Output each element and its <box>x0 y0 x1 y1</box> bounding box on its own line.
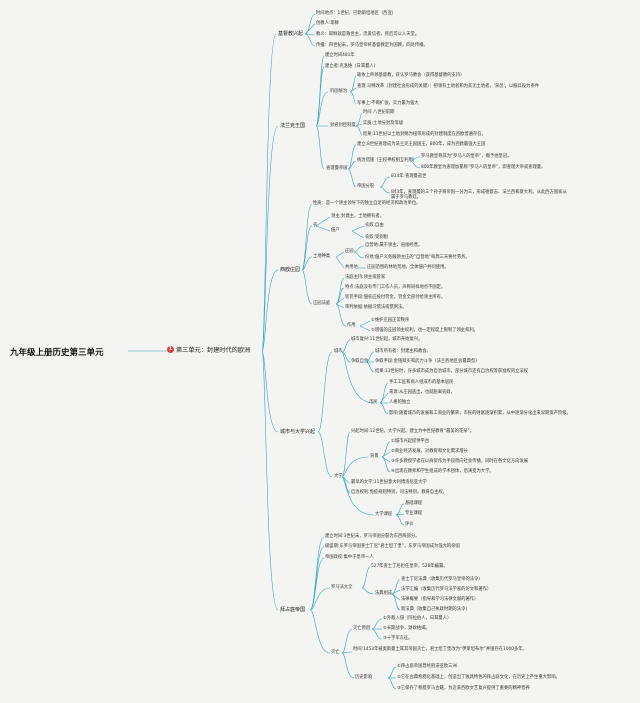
mindmap-node-dx-3[interactable]: ②商业经济发展，对教育和文化需求增长 <box>391 449 468 454</box>
mindmap-node-xiou-2[interactable]: 领主:封建主，土地拥有者。 <box>331 214 385 219</box>
mindmap-node-cs-1[interactable]: 城市复兴:11世纪起，城市开始复兴。 <box>351 337 423 342</box>
mindmap-node-fating[interactable]: 庄园法庭 <box>313 301 331 306</box>
mindmap-node-falan[interactable]: 法兰克王国 <box>280 123 306 129</box>
mindmap-node-dx-10[interactable]: 评价 <box>405 522 414 527</box>
mindmap-node-zuoyong[interactable]: 作用 <box>347 323 356 328</box>
mindmap-node-fating-2[interactable]: 特点:法庭没有专门工作人员，声称同样地点不固定。 <box>345 285 446 290</box>
mindmap-node-mw-yiyi[interactable]: 历史影响 <box>355 675 373 680</box>
mindmap-node-cs-4[interactable]: 结果:13世纪时，许多城市成为自治城市，部分城市还有自治权等获准权的立法权 <box>375 369 529 374</box>
mindmap-node-tongzhi[interactable]: 统治措施（王权神权相互利用） <box>357 158 418 163</box>
mindmap-node-bai-3[interactable]: 帝国政权:集中于皇帝一人 <box>325 555 374 560</box>
mindmap-node-dx-2[interactable]: ①城市兴起提供平台 <box>391 439 430 444</box>
mindmap-node-dx-kecheng[interactable]: 大学课程 <box>375 512 393 517</box>
mindmap-node-shimin-2[interactable]: 来源:从庄园逃出，也就脱离农奴。 <box>389 390 455 395</box>
mindmap-node-dx-4[interactable]: ③许多教授学者在以商贸作为手段而向社会传播，同时在各文化方向发展 <box>391 459 529 464</box>
mindmap-node-xiou[interactable]: 西欧庄园 <box>280 267 301 273</box>
mindmap-node-cs-2[interactable]: 城市所有者：封建主和教会。 <box>375 349 431 354</box>
mindmap-node-mw-7[interactable]: ③它保存了希腊罗马古籍，为近来西欧文艺复兴提供了重要的精神营养 <box>397 686 530 691</box>
mindmap-node-chengshi-sub[interactable]: 城市 <box>334 349 343 354</box>
mindmap-node-dx-beijing[interactable]: 背景 <box>370 454 379 459</box>
mindmap-node-xiou-4[interactable]: 农奴:受剥削 <box>365 235 388 240</box>
mindmap-node-fengjian-2[interactable]: 实质:土地分封及等级 <box>363 121 404 126</box>
mindmap-node-fengjian[interactable]: 封君封臣制度 <box>330 123 356 128</box>
mindmap-node-tongzhi-2[interactable]: 800年教皇为查理加冕称“罗马人的皇帝”，即查理大帝或查理曼。 <box>421 165 546 170</box>
mindmap-node-fadian-4[interactable]: 新法典（收集自己执政时期的法令） <box>401 607 470 612</box>
root-topic[interactable]: 九年级上册历史第三单元 <box>10 348 104 358</box>
mindmap-node-miewang[interactable]: 灭亡 <box>331 650 340 655</box>
mindmap-node-xiou-3[interactable]: 农奴:自由 <box>365 223 384 228</box>
mindmap-node-fadian-3[interactable]: 法律概要（指导和学习法律文献的著作） <box>401 597 479 602</box>
mindmap-node-diguo-2[interactable]: 843年，查理曼的三个孙子将帝国一分为三，形成德意志、法兰西和意大利。从此西方国… <box>391 190 567 201</box>
unit-topic-label: 第三单元：封建时代的欧洲 <box>176 347 251 354</box>
mindmap-node-chali[interactable]: 查理曼帝国 <box>326 166 348 171</box>
mindmap-node-mw-2[interactable]: ②长期战争，财政枯竭。 <box>383 626 430 631</box>
mindmap-node-gongyong-1[interactable]: 庄园范围的林地荒地，全体佃户共同使用。 <box>367 265 449 270</box>
mindmap-node-luoma[interactable]: 罗马法大全 <box>331 585 353 590</box>
mindmap-node-bai-1[interactable]: 建立时间:3世纪末，罗马帝国分裂为东西两部分。 <box>325 534 420 539</box>
mindmap-node-dx-8[interactable]: 基础课程 <box>405 501 423 506</box>
mindmap-node-dx-1[interactable]: 兴起时间:12世纪，大学兴起。建立为中世纪教育“最美的花朵”。 <box>351 429 475 434</box>
mindmap-node-dx-5[interactable]: ④出现在教师和学生组成的学术团体，后演变为大学。 <box>391 469 494 474</box>
mindmap-node-gonggu[interactable]: 巩固统治 <box>330 89 348 94</box>
unit-topic[interactable]: 1 第三单元：封建时代的欧洲 <box>167 345 250 354</box>
mindmap-node-dx-9[interactable]: 专业课程 <box>405 511 423 516</box>
mindmap-node-xiou-nong[interactable]: 农 <box>313 223 318 228</box>
mindmap-node-bai-2[interactable]: 极盛期:东罗马帝国查士丁尼“君士坦丁堡”，东罗马帝国成为强大的帝国 <box>325 544 460 549</box>
mindmap-node-zhuangyuan-2[interactable]: 份地:佃户义务服领主庄的“自营地”每周三天要付劳务。 <box>365 255 470 260</box>
mindmap-node-luoma-1[interactable]: 527年查士丁尼担任皇帝，528年编纂。 <box>371 564 448 569</box>
mindmap-node-fating-3[interactable]: 惩罚手段:佃农应按付罚金，罚金全部付给领主所有。 <box>345 295 446 300</box>
mindmap-node-daxue[interactable]: 大学 <box>334 474 343 479</box>
mindmap-node-xiou-1[interactable]: 性质：是一个领主领导下的独立自足的经济和政治单位。 <box>313 201 421 206</box>
mindmap-node-fadian-1[interactable]: 查士丁尼法典（收集历代罗马皇帝的法令） <box>401 577 483 582</box>
mindmap-node-mw-5[interactable]: ①拜占庭帝国曾经阻滞亚欧三洲 <box>397 664 457 669</box>
mindmap-node-chali-1[interactable]: 建立:8世纪查理成为法兰克王国国王，800年，成为西欧最强大王国 <box>357 142 486 147</box>
mindmap-node-falan-1[interactable]: 建立时间481年 <box>325 53 355 58</box>
mindmap-node-zuoyong-2[interactable]: ②增强的庄园领主权利，也一定程度上限制了领主权利。 <box>371 328 478 333</box>
mindmap-node-diguo[interactable]: 帝国分裂 <box>357 184 375 189</box>
mindmap-node-fating-1[interactable]: 法庭主持:领主或管家 <box>345 275 386 280</box>
mindmap-node-tongzhi-1[interactable]: 罗马教皇称其为“罗马人的皇帝”，赐予他皇冠。 <box>421 154 512 159</box>
mindmap-node-fadian[interactable]: 法典组成 <box>375 591 393 596</box>
mindmap-node-gonggu-2[interactable]: 查理.马特改革（封建社会形成的关键）：把领有土地者和为其无土地者，'采邑'，以服… <box>357 84 540 89</box>
mindmap-node-mw-3[interactable]: ③十字军东征。 <box>383 636 413 641</box>
mindmap-node-shimin-1[interactable]: 手工工匠和商人组成市的基本居民 <box>389 380 454 385</box>
mindmap-node-mw-4[interactable]: 时间:1453年被奥斯曼土耳其帝国灭亡，君士坦丁堡改为“伊斯坦布尔”并国存在10… <box>353 647 527 652</box>
mindmap-node-chengshi[interactable]: 城市与大学兴起 <box>280 429 316 435</box>
mindmap-node-cs-3[interactable]: 争取手段:金钱赎买和武力斗争（法兰西地区会最典型） <box>375 359 480 364</box>
mindmap-node-fating-4[interactable]: 审判依据:依据习惯法或惯例法。 <box>345 305 407 310</box>
mindmap-node-gonggu-1[interactable]: 皈依上帝领基督教，获认罗马教会（获得基督教的支持） <box>357 73 465 78</box>
mindmap-node-mw-yuanyin[interactable]: 灭亡原因 <box>353 626 371 631</box>
mindmap-node-gonggu-3[interactable]: 军事上:不断扩张，实力最为强大 <box>357 101 419 106</box>
mindmap-node-mw-6[interactable]: ②它在古典希腊化基础上，创造出了独具特色的拜占庭文化，在历史上产生重大影响。 <box>397 675 560 680</box>
mindmap-node-jidu[interactable]: 基督教兴起 <box>278 31 304 37</box>
mindmap-node-fengjian-1[interactable]: 时间 八世纪前期 <box>363 110 395 115</box>
mindmap-node-shimin-3[interactable]: 人格的独立 <box>389 400 411 405</box>
mindmap-node-zuoyong-1[interactable]: ①维护庄园正常秩序 <box>371 318 410 323</box>
mindmap-node-jidu-4[interactable]: 传播：四世纪末，罗马皇帝将基督教定为国教，四处传播。 <box>316 43 428 48</box>
mindmap-node-fadian-2[interactable]: 法学汇编（收集历代罗马法学家的论文和著作） <box>401 587 492 592</box>
mindmap-node-cs-zizhi[interactable]: 争取自治 <box>351 359 369 364</box>
mindmap-node-bai[interactable]: 拜占庭帝国 <box>280 607 306 613</box>
mindmap-node-dx-7[interactable]: 自治权利:免疫规则特别，司法特别，教育自主权。 <box>351 490 447 495</box>
mindmap-node-fengjian-3[interactable]: 结果:11世纪以土地封赐为纽带形成的封建制度在西欧普遍存在。 <box>363 132 486 137</box>
priority-badge: 1 <box>167 346 174 353</box>
mindmap-node-xiou-tudi[interactable]: 土地种类 <box>313 254 331 259</box>
mindmap-node-shimin-4[interactable]: 影响:随着城市的发展和工商业的繁荣，市民的财富逐渐积累，从中逐渐分化出来早期资产… <box>389 411 571 416</box>
mindmap-node-mw-1[interactable]: ①外敌入侵（阿拉伯人，日耳曼人） <box>383 616 452 621</box>
mindmap-node-zhuangyuan-1[interactable]: 自营地:属于领主，直接经营。 <box>365 243 423 248</box>
mindmap-node-jidu-2[interactable]: 创教人:耶稣 <box>316 21 339 26</box>
mindmap-node-zhuangyuan[interactable]: 庄园 <box>345 249 354 254</box>
mindmap-node-shimin[interactable]: 市民 <box>369 400 378 405</box>
mindmap-node-falan-2[interactable]: 建立者:克洛维（日耳曼人） <box>325 64 379 69</box>
mindmap-node-xiou-dian[interactable]: 佃户 <box>331 228 340 233</box>
mindmap-node-gongyong[interactable]: 共用地 <box>345 265 358 270</box>
mindmap-node-dx-6[interactable]: 最早的大学:11世纪意大利博洛尼亚大学 <box>351 480 427 485</box>
mindmap-node-jidu-1[interactable]: 时间地点：1世纪，巴勒斯坦地区（西亚） <box>316 11 397 16</box>
mindmap-node-jidu-3[interactable]: 教义：耶稣就是救世主，忠爱信者，死后可以入天堂。 <box>316 32 420 37</box>
mindmap-node-diguo-1[interactable]: 814年:查理曼逝世 <box>391 174 427 179</box>
